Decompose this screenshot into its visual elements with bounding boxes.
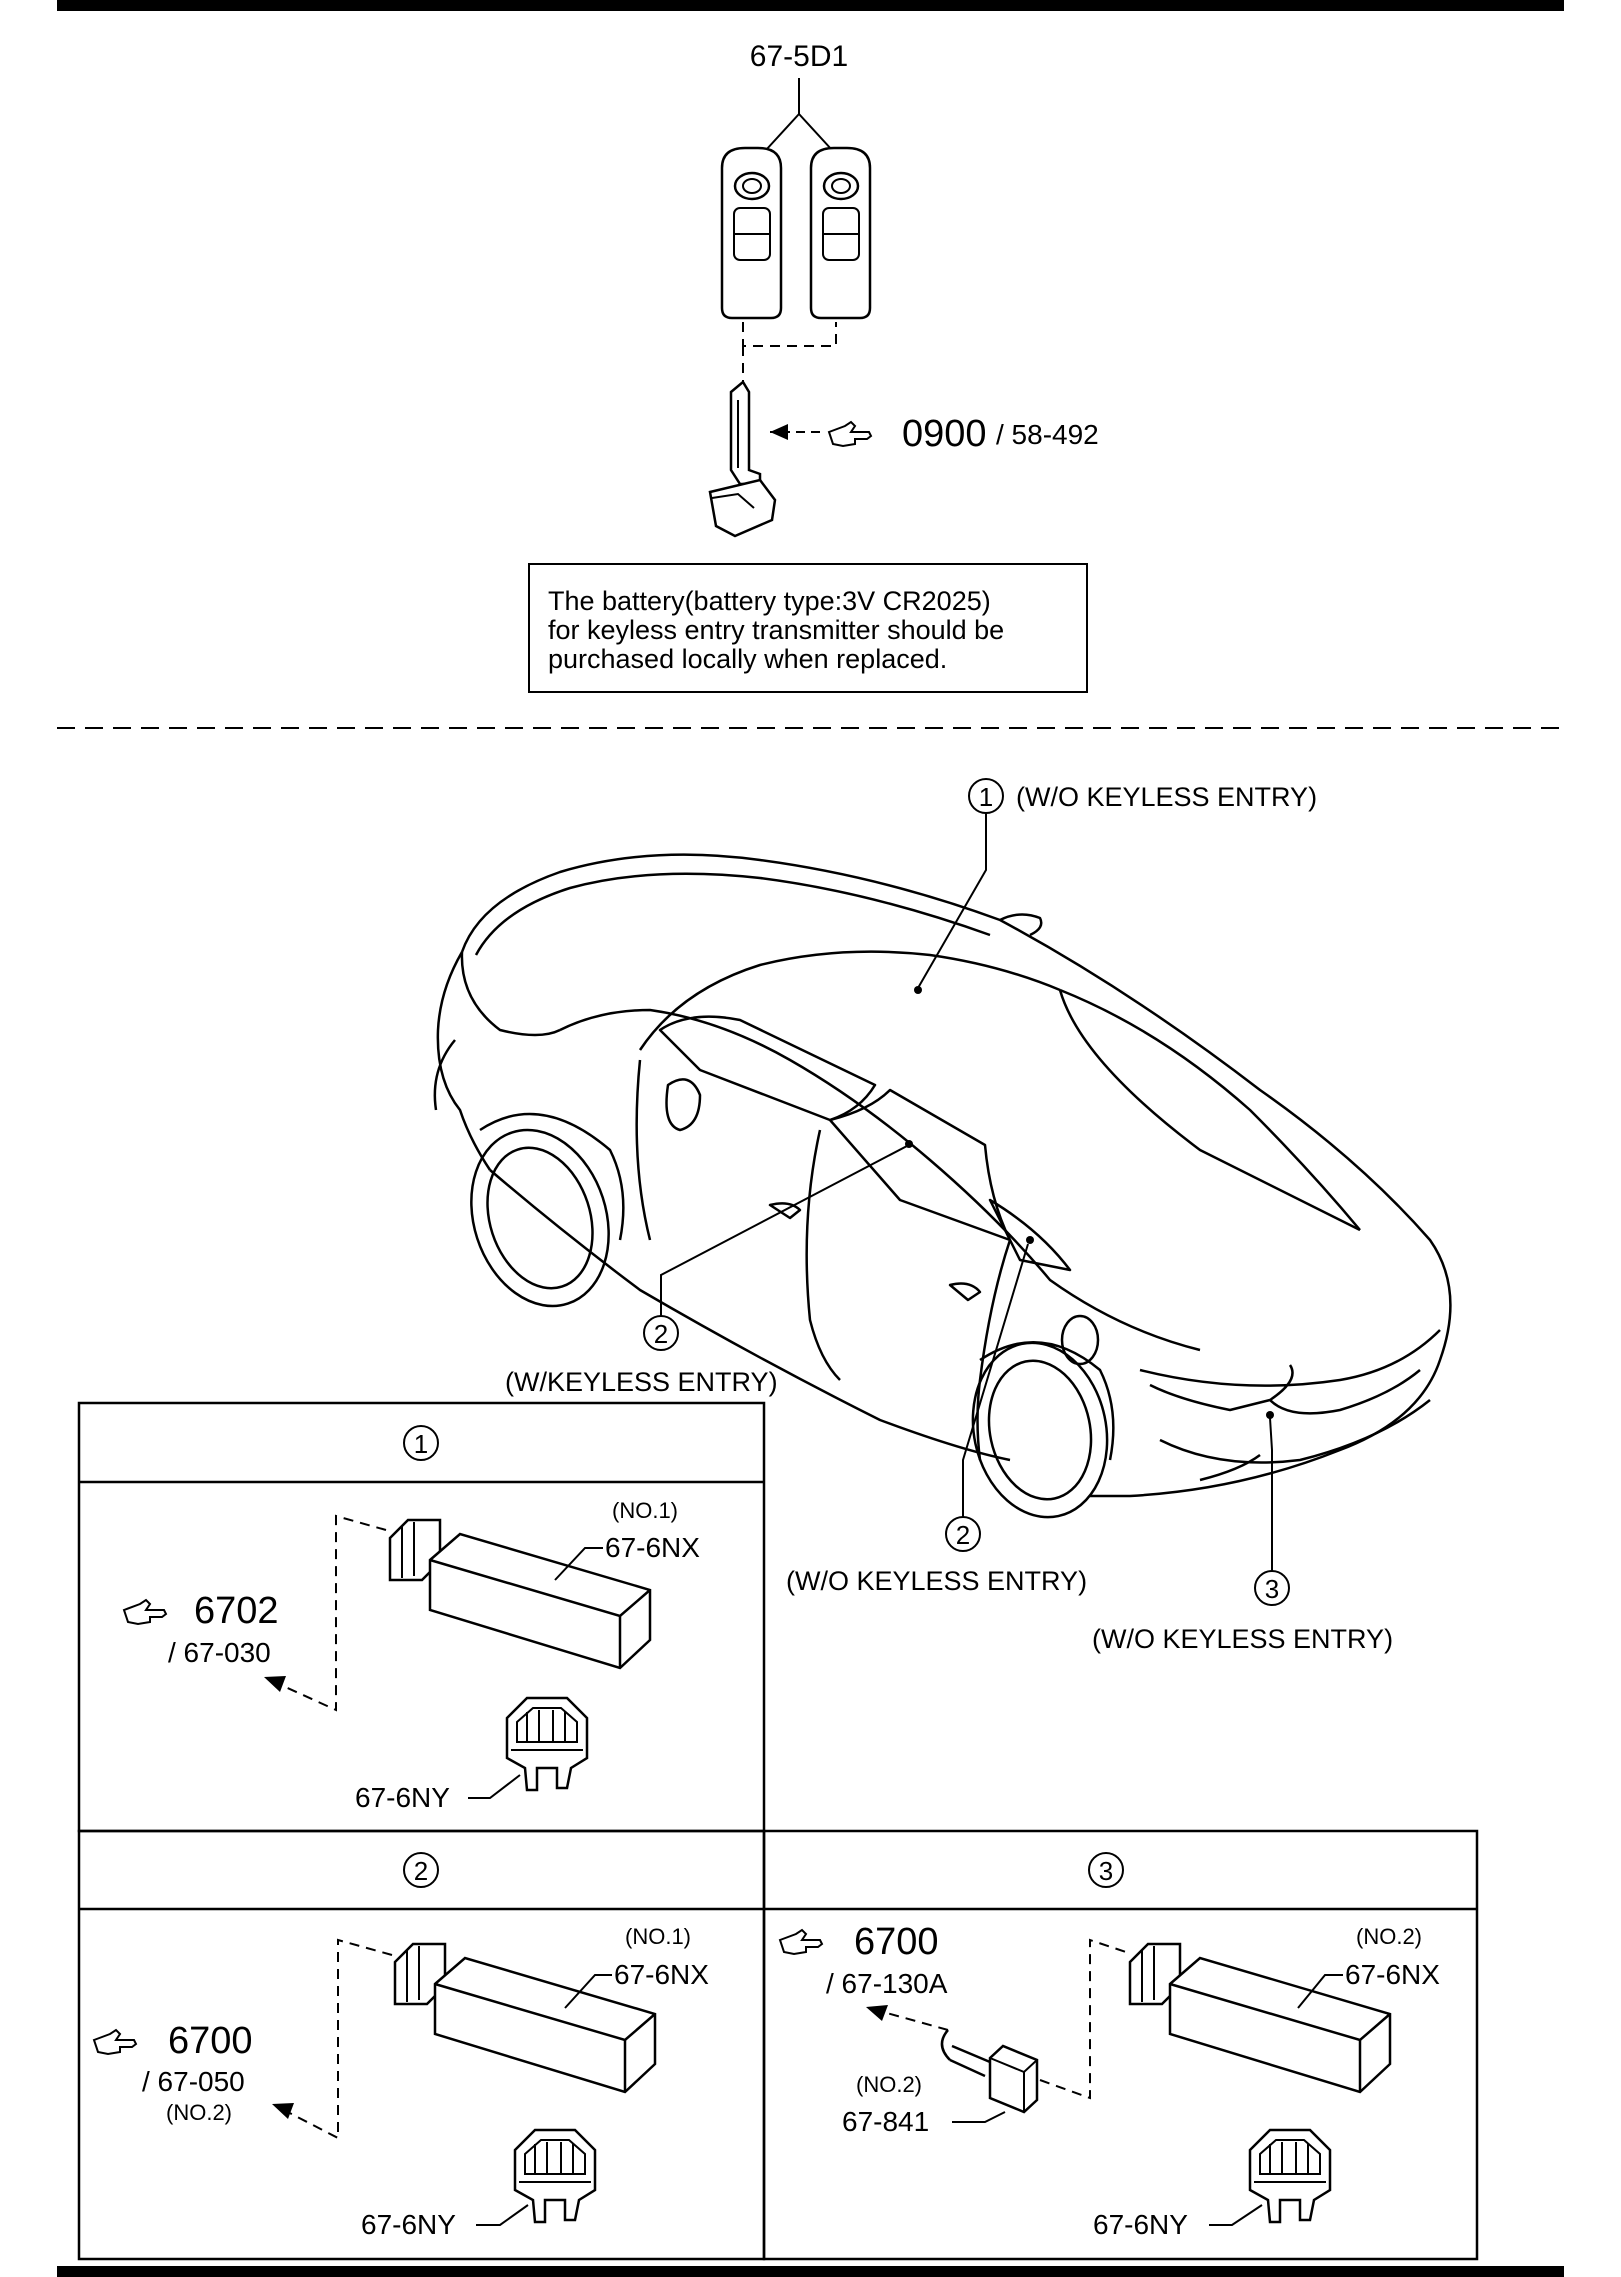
panel-2-header: 2	[414, 1856, 428, 1886]
top-rule	[57, 0, 1564, 11]
callout-2b-num: 2	[956, 1520, 970, 1550]
panel-1: 1 (NO.1) 67-6NX 67-6NY 6702 / 67-030	[77, 1401, 766, 1833]
battery-note-line-3: purchased locally when replaced.	[548, 644, 948, 674]
key-ref-main: 0900	[902, 413, 987, 455]
panel-2-part-nx: 67-6NX	[614, 1959, 709, 1990]
panel-1-part-ny: 67-6NY	[355, 1782, 450, 1813]
key-part-label: 67-5D1	[750, 40, 848, 73]
panel-3: 3 (NO.2) 67-6NX 67-6NY 6700 / 67-130A (N…	[762, 1829, 1479, 2261]
panel-3-conn-part: 67-841	[842, 2106, 929, 2137]
key-leader	[765, 78, 833, 151]
panel-3-connector	[940, 2029, 1039, 2114]
callout-1-label: (W/O KEYLESS ENTRY)	[1016, 782, 1317, 812]
panel-1-ref-main: 6702	[194, 1590, 279, 1632]
panel-2: 2 (NO.1) 67-6NX 67-6NY 6700 / 67-050 (NO…	[77, 1829, 766, 2261]
panel-2-ref-sub: / 67-050	[142, 2066, 245, 2097]
panel-2-part-ny: 67-6NY	[361, 2209, 456, 2240]
panel-1-hand-icon	[123, 1599, 167, 1625]
panel-2-hand-icon	[93, 2029, 137, 2055]
panel-2-ref-main: 6700	[168, 2020, 253, 2062]
bottom-rule	[57, 2266, 1564, 2277]
panel-3-header: 3	[1099, 1856, 1113, 1886]
key-ref-sub: / 58-492	[996, 419, 1099, 450]
panel-3-ref-main: 6700	[854, 1921, 939, 1963]
callout-2a-num: 2	[654, 1319, 668, 1349]
panel-1-no: (NO.1)	[612, 1498, 678, 1523]
panel-3-part-nx: 67-6NX	[1345, 1959, 1440, 1990]
battery-note: The battery(battery type:3V CR2025) for …	[528, 563, 1088, 693]
panel-3-no: (NO.2)	[1356, 1924, 1422, 1949]
battery-note-line-1: The battery(battery type:3V CR2025)	[548, 586, 991, 616]
panel-2-no: (NO.1)	[625, 1924, 691, 1949]
panel-3-conn-no: (NO.2)	[856, 2072, 922, 2097]
car-illustration	[433, 853, 1452, 1519]
panel-3-hand-icon	[779, 1929, 823, 1955]
key-fob-right	[809, 146, 872, 320]
panel-3-holder	[1248, 2128, 1332, 2224]
callout-1-leader	[917, 813, 987, 989]
panel-2-ref-no: (NO.2)	[166, 2100, 232, 2125]
panel-1-part-nx: 67-6NX	[605, 1532, 700, 1563]
panel-3-part-ny: 67-6NY	[1093, 2209, 1188, 2240]
callout-2b-label: (W/O KEYLESS ENTRY)	[786, 1566, 1087, 1596]
callout-1-num: 1	[979, 782, 993, 812]
callout-2a-label: (W/KEYLESS ENTRY)	[505, 1367, 778, 1397]
panel-3-ref-sub: / 67-130A	[826, 1968, 948, 1999]
panel-1-ref-sub: / 67-030	[168, 1637, 271, 1668]
panel-1-header: 1	[414, 1429, 428, 1459]
callout-3-num: 3	[1265, 1574, 1279, 1604]
mechanical-key	[708, 380, 777, 538]
battery-note-line-2: for keyless entry transmitter should be	[548, 615, 1005, 645]
panel-2-holder	[513, 2128, 597, 2224]
callout-3-label: (W/O KEYLESS ENTRY)	[1092, 1624, 1393, 1654]
reference-hand-icon	[828, 421, 872, 447]
key-fob-left	[720, 146, 783, 320]
